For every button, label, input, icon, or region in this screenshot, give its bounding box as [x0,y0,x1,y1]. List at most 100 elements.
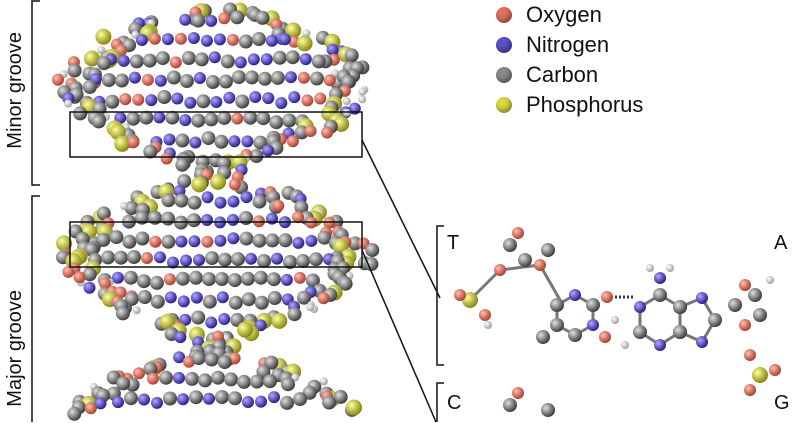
carbon-atom [188,270,203,285]
carbon-atom [285,50,300,65]
oxygen-atom [454,289,466,301]
carbon-atom [96,206,111,221]
carbon-atom [257,254,271,268]
carbon-atom [364,257,379,272]
hydrogen-atom [120,202,129,211]
carbon-atom [297,290,311,305]
carbon-atom [187,195,202,210]
carbon-atom [187,213,201,228]
carbon-atom [633,325,647,339]
carbon-atom [287,307,302,322]
nitrogen-atom [260,53,273,66]
carbon-atom [124,391,138,406]
carbon-atom [91,114,106,129]
nitrogen-atom [262,144,275,157]
carbon-atom [728,298,742,312]
nitrogen-atom [223,91,236,104]
nitrogen-atom [242,396,254,408]
carbon-atom [231,70,246,85]
oxygen-atom [212,330,225,343]
oxygen-atom [744,349,756,361]
carbon-atom [296,254,310,268]
dna-double-helix [52,2,380,421]
legend-label: Carbon [526,62,599,87]
carbon-atom [135,210,149,225]
highlight-box-ta [69,111,363,158]
nitrogen-atom [205,316,218,329]
nitrogen-atom [112,396,124,409]
base-label-a: A [774,232,788,254]
carbon-atom [191,351,206,366]
carbon-atom [237,374,251,389]
nitrogen-atom [193,72,206,84]
carbon-atom [67,63,82,78]
nitrogen-atom [254,319,267,332]
oxygen-atom [231,112,244,125]
carbon-atom [241,292,256,307]
nitrogen-atom [171,92,184,105]
carbon-atom [179,74,194,88]
oxygen-atom [127,136,140,149]
carbon-atom [214,134,229,149]
nitrogen-atom [187,32,200,44]
carbon-atom [311,54,326,69]
carbon-atom [270,70,285,85]
carbon-atom [181,51,196,65]
carbon-atom [101,73,116,88]
oxygen-atom [201,235,214,248]
carbon-atom [282,113,297,128]
carbon-atom [143,361,158,376]
carbon-atom [217,110,232,125]
nitrogen-atom [213,33,226,46]
nitrogen-atom [696,292,708,304]
oxygen-atom [599,331,611,343]
oxygen-atom [99,277,111,290]
nitrogen-atom [266,212,278,225]
carbon-atom [155,51,170,66]
oxygen-atom [52,73,64,86]
carbon-atom [239,231,254,246]
carbon-atom [254,295,269,310]
legend-label: Phosphorus [526,92,644,117]
carbon-atom [97,56,111,71]
nitrogen-atom [111,271,124,284]
carbon-atom [250,374,264,389]
carbon-atom [161,193,176,208]
carbon-atom [748,288,762,302]
nitrogen-atom [174,331,187,344]
phosphorus-atom [462,292,478,308]
carbon-atom [191,113,206,128]
nitrogen-atom [164,291,177,304]
nitrogen-atom [193,254,205,266]
carbon-atom [105,94,120,109]
oxygen-atom [141,252,153,264]
phosphorus-atom [285,22,302,39]
carbon-atom [127,250,141,264]
carbon-atom [255,10,270,25]
carbon-atom [251,32,266,46]
oxygen-atom [62,265,75,278]
nitrogen-atom [249,91,262,103]
hydrogen-atom [342,97,351,106]
oxygen-atom [272,199,285,212]
carbon-atom [126,111,141,126]
hydrogen-atom [302,29,311,38]
nitrogen-atom [654,272,666,284]
nitrogen-atom [275,97,288,109]
carbon-atom [202,294,217,309]
nitrogen-atom [227,195,240,208]
oxygen-atom [226,33,239,46]
carbon-atom [114,250,128,265]
oxygen-atom [149,235,162,248]
base-label-g: G [774,392,790,414]
carbon-atom [101,250,115,265]
carbon-atom [116,376,131,391]
oxygen-atom [292,211,304,224]
nitrogen-atom [135,34,148,46]
groove-brackets [31,0,444,423]
carbon-atom [224,372,238,387]
carbon-atom [317,230,332,245]
carbon-atom [231,252,245,267]
nitrogen-atom [179,13,192,26]
oxygen-atom [141,73,154,86]
